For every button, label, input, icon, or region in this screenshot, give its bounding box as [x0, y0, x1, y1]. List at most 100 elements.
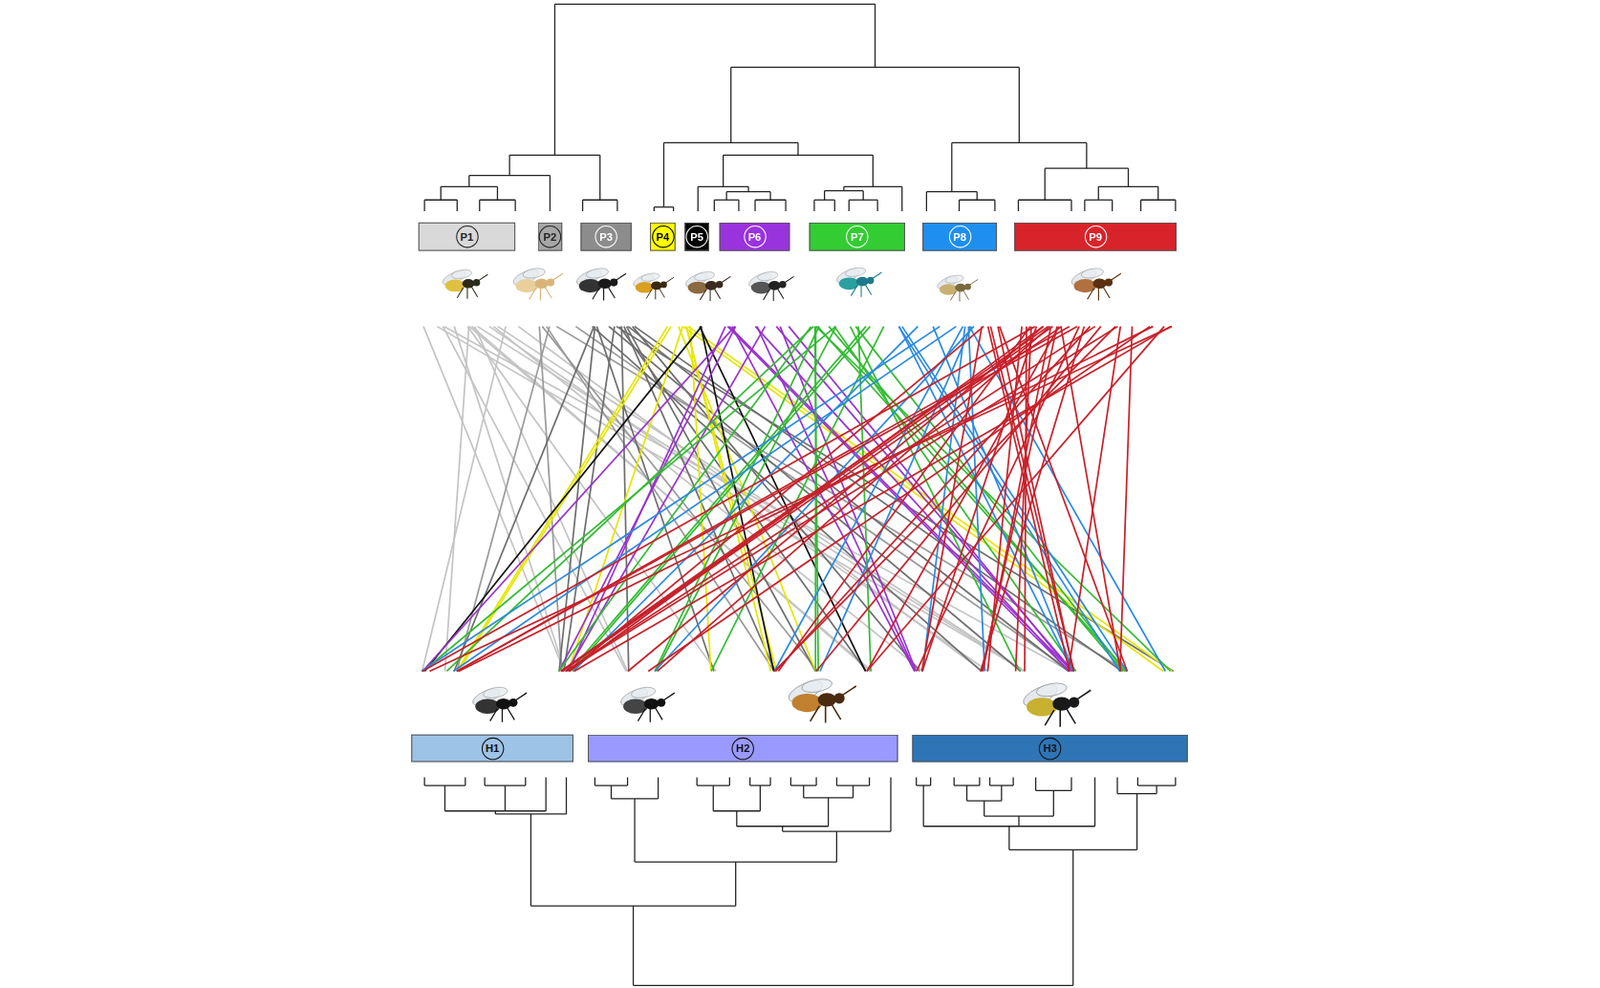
tree-branch [549, 175, 551, 212]
interaction-line [421, 326, 940, 672]
tree-branch [444, 785, 446, 812]
tree-branch [823, 191, 825, 201]
interaction-line [573, 326, 918, 672]
tree-branch [696, 778, 698, 787]
interaction-line [444, 326, 1071, 672]
tree-branch [725, 192, 727, 201]
insect [785, 676, 857, 723]
interaction-line [778, 326, 1030, 672]
interaction-line [990, 326, 1074, 672]
tree-branch [530, 814, 532, 907]
tree-branch [508, 154, 510, 175]
tree-branch [1111, 199, 1113, 212]
interaction-line [456, 326, 550, 672]
tree-branch [497, 186, 498, 200]
interaction-line [774, 326, 1116, 672]
clade-label: P1 [455, 225, 478, 248]
parasite-clade-box: P6 [719, 222, 791, 252]
tree-branch [730, 66, 732, 143]
interaction-line [997, 326, 1074, 672]
interaction-line [688, 326, 1172, 672]
insect [834, 265, 882, 297]
tree-branch [1127, 168, 1129, 187]
tree-branch [632, 906, 634, 986]
tree-branch [1035, 778, 1037, 792]
tree-branch [976, 192, 978, 201]
tree-branch [478, 199, 480, 212]
tree-branch [848, 199, 850, 212]
clade-label: P2 [539, 225, 562, 248]
insect [470, 685, 527, 723]
tree-branch [868, 778, 870, 787]
tree-branch [735, 862, 736, 907]
tree-branch [1174, 199, 1176, 212]
tree-branch [468, 175, 470, 188]
interaction-line [683, 326, 1165, 672]
tree-branch [1008, 826, 1010, 851]
tree-branch [582, 199, 584, 212]
interaction-line [1068, 326, 1121, 672]
tree-branch [483, 778, 485, 787]
tree-branch [663, 142, 665, 207]
tree-branch [901, 186, 903, 212]
tree-branch [1155, 785, 1157, 795]
tree-branch [923, 785, 925, 827]
interaction-line [569, 326, 866, 672]
tree-branch [599, 154, 601, 200]
tree-branch [747, 186, 749, 192]
host-clade-box: H1 [410, 735, 574, 763]
interaction-line [453, 326, 956, 672]
tree-branch [554, 3, 556, 155]
insect [631, 271, 674, 300]
tree-branch [594, 778, 596, 787]
clade-label: P4 [651, 225, 674, 248]
parasite-clade-box: P7 [809, 222, 906, 252]
parasite-clade-box: P2 [538, 222, 563, 252]
interaction-line [657, 326, 1051, 672]
tree-branch [1094, 778, 1096, 827]
interaction-line [565, 326, 1118, 672]
tree-branch [863, 191, 865, 201]
interaction-line [562, 326, 1062, 672]
interaction-line [729, 326, 1073, 672]
clade-label: P3 [594, 225, 617, 248]
tree-branch [1070, 778, 1072, 792]
tree-branch [802, 785, 804, 799]
tree-branch [697, 186, 699, 212]
tree-branch [456, 199, 458, 212]
tree-branch [769, 778, 771, 787]
tree-branch [504, 785, 506, 812]
interaction-line [422, 326, 736, 672]
interaction-line [1024, 326, 1027, 672]
tree-branch [616, 199, 618, 212]
tree-branch [874, 3, 876, 67]
tree-branch [735, 811, 737, 827]
tree-branch [633, 985, 1074, 987]
insect [511, 266, 563, 301]
tree-branch [889, 778, 891, 833]
interaction-line [775, 326, 1090, 672]
tree-branch [1116, 778, 1118, 795]
tree-branch [722, 154, 724, 187]
tree-branch [994, 199, 995, 212]
interaction-line [834, 326, 1077, 672]
tree-branch [1044, 168, 1046, 200]
tree-branch [759, 785, 761, 812]
tree-branch [836, 778, 838, 787]
tree-branch [1140, 199, 1142, 212]
interaction-line [866, 326, 1060, 672]
interaction-line [429, 326, 1172, 672]
insect [935, 273, 978, 302]
insect [618, 685, 675, 723]
tree-branch [754, 199, 756, 212]
parasite-clade-box: P3 [580, 222, 631, 252]
clade-label: P9 [1083, 225, 1106, 248]
tree-branch [657, 778, 659, 800]
tree-branch [953, 778, 955, 787]
tree-branch [423, 778, 425, 787]
interaction-line [932, 326, 1074, 672]
insect [440, 268, 488, 300]
tree-branch [784, 199, 786, 212]
clade-label: H3 [1038, 736, 1061, 759]
interaction-line [816, 326, 1102, 672]
